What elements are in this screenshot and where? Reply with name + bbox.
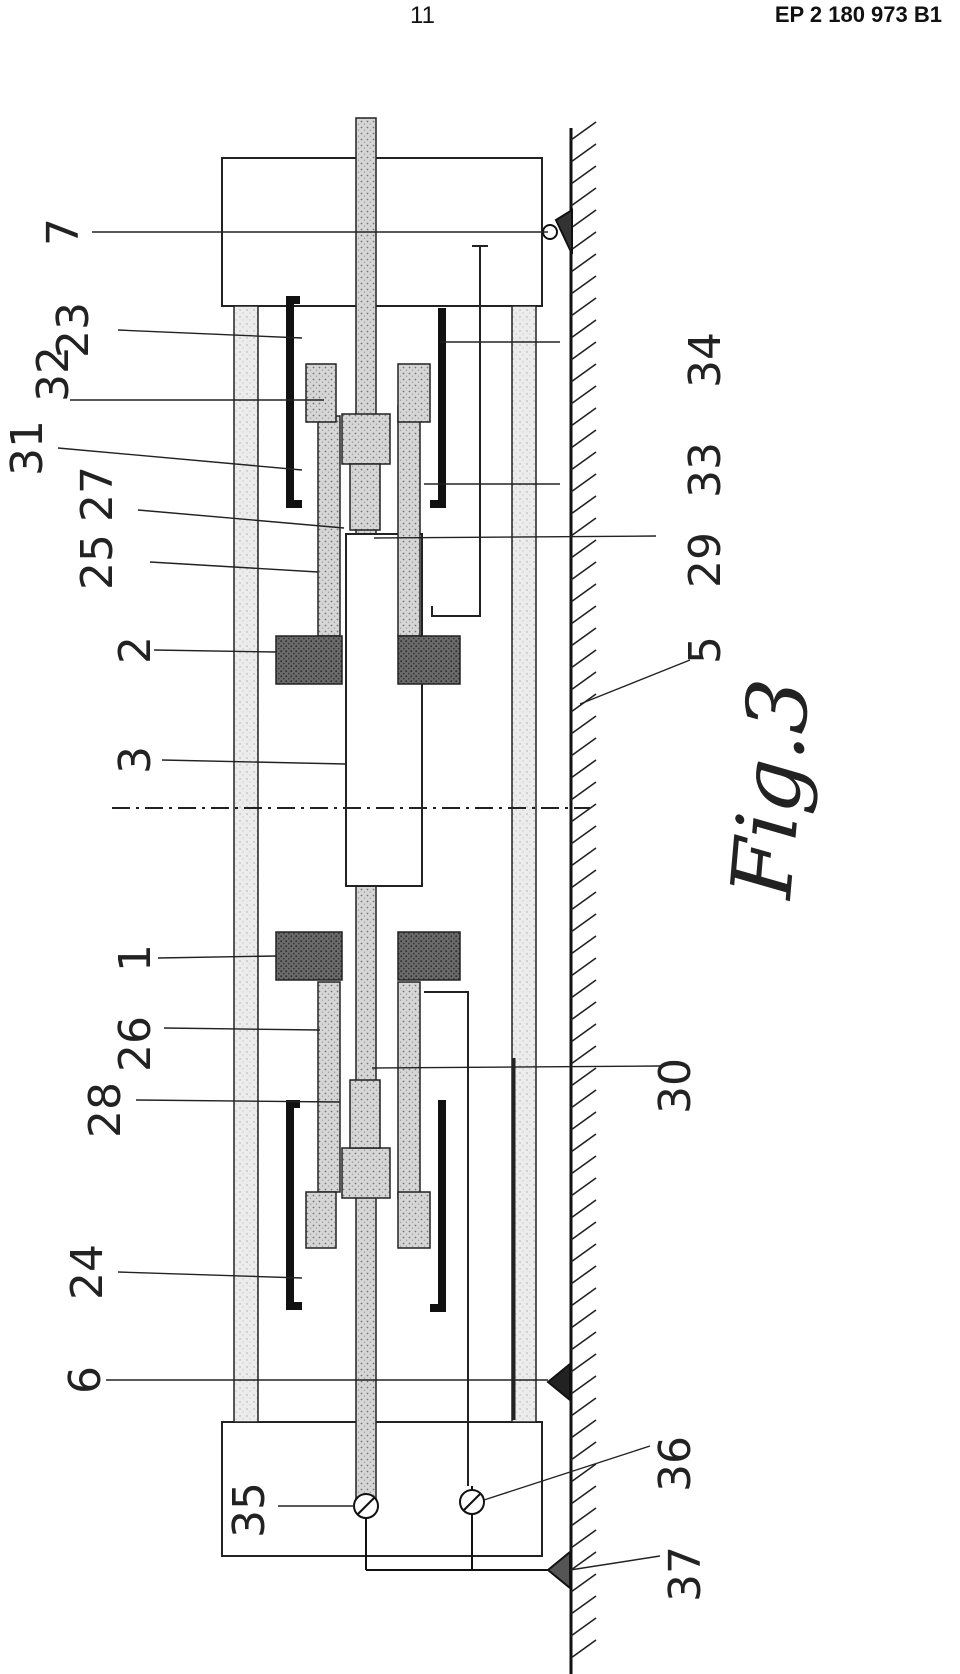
leader-line: [117, 1271, 303, 1279]
upper-assembly: [275, 245, 488, 685]
reference-numeral: 31: [2, 420, 53, 476]
supports: [542, 208, 573, 1591]
side-rails: [233, 305, 537, 1423]
leader-line: [579, 659, 691, 705]
leader-line: [483, 1445, 651, 1501]
end-block-bottom: [221, 1421, 543, 1557]
reference-numeral: 2: [110, 636, 161, 664]
leader-line: [135, 1099, 341, 1103]
leader-line: [149, 561, 319, 573]
reference-numeral: 3: [110, 746, 161, 774]
reference-numeral: 27: [72, 466, 123, 522]
leader-line: [161, 759, 347, 765]
gauges: [353, 1486, 548, 1571]
lower-assembly: [275, 931, 516, 1486]
leader-line: [117, 329, 303, 339]
reference-numeral: 6: [60, 1366, 111, 1394]
reference-numeral: 23: [48, 302, 99, 358]
reference-numeral: 7: [38, 218, 89, 246]
reference-numeral: 32: [28, 346, 79, 402]
reference-numeral: 29: [680, 532, 731, 588]
reference-numeral: 1: [110, 944, 161, 972]
page-number: 11: [410, 2, 435, 29]
leader-line: [137, 509, 345, 529]
reference-numeral: 37: [660, 1546, 711, 1602]
leader-line: [371, 1065, 661, 1069]
reference-numeral: 28: [80, 1082, 131, 1138]
reference-numeral: 33: [680, 442, 731, 498]
reference-numeral: 25: [72, 534, 123, 590]
publication-number: EP 2 180 973 B1: [774, 2, 942, 27]
reference-numeral: 5: [680, 636, 731, 664]
leader-line: [163, 1027, 321, 1031]
ground: [569, 121, 597, 1674]
leader-lines: [57, 231, 691, 1571]
leader-line: [157, 955, 277, 959]
reference-numeral: 35: [224, 1482, 275, 1538]
leader-line: [373, 535, 657, 539]
leader-line: [57, 447, 303, 471]
reference-numeral: 30: [650, 1058, 701, 1114]
reference-numeral: 24: [62, 1244, 113, 1300]
reference-numeral: 36: [650, 1436, 701, 1492]
reference-numeral: 26: [110, 1016, 161, 1072]
leader-line: [569, 1555, 661, 1571]
reference-numeral: 34: [680, 332, 731, 388]
figure-caption: Fig.3: [712, 675, 829, 904]
leader-line: [153, 649, 277, 653]
